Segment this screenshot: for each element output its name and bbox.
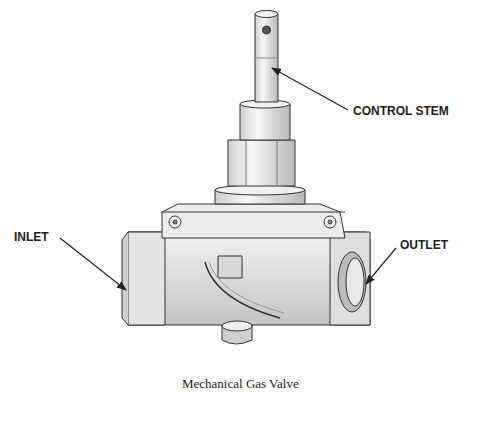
figure-caption: Mechanical Gas Valve xyxy=(182,376,299,392)
part-label: CONTROL STEM xyxy=(353,104,449,118)
part-label: OUTLET xyxy=(400,238,448,252)
part-label: INLET xyxy=(14,230,49,244)
